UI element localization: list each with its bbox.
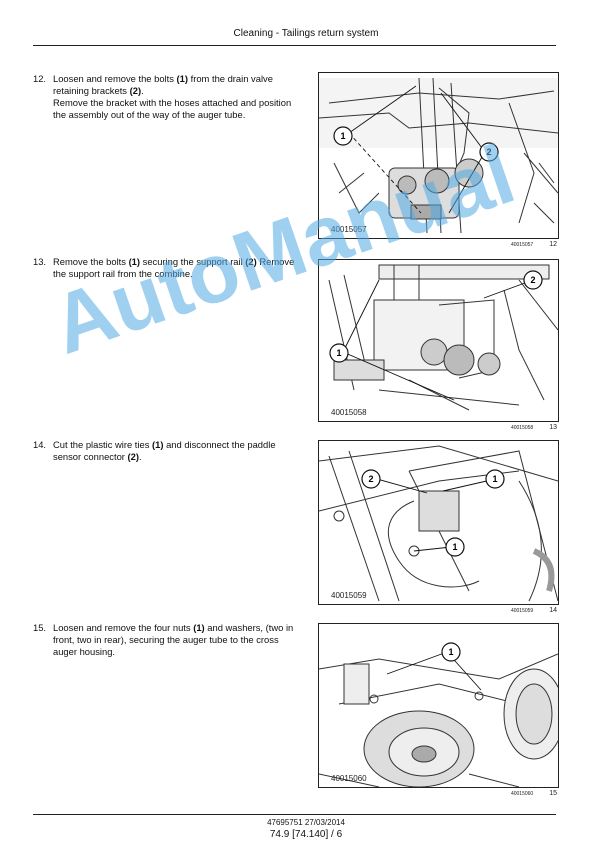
figure-14-illustration: 2 1 1	[319, 445, 558, 602]
figure-number: 15	[549, 790, 557, 797]
step-text: Remove the bolts (1) securing the suppor…	[53, 256, 295, 280]
figure-number: 13	[549, 424, 557, 431]
figure-12-illustration: 1 2	[319, 77, 558, 234]
step-number: 12.	[33, 73, 47, 84]
figure-id: 40015060	[510, 791, 534, 797]
svg-text:1: 1	[340, 131, 345, 141]
figure-id: 40015057	[510, 242, 534, 248]
footer-page-number: 74.9 [74.140] / 6	[269, 829, 343, 840]
callout-1: 1	[441, 642, 461, 662]
svg-text:2: 2	[486, 147, 491, 157]
step-number: 15.	[33, 622, 47, 633]
figure-13-illustration: 1 2	[328, 264, 558, 411]
figure-code: 40015059	[331, 591, 367, 600]
figure-14-caption: 40015059 14	[318, 607, 557, 614]
footer-rule	[33, 814, 556, 815]
step-12: 12. Loosen and remove the bolts (1) from…	[33, 73, 295, 121]
header-rule	[33, 45, 556, 46]
figure-number: 12	[549, 241, 557, 248]
svg-text:1: 1	[448, 647, 453, 657]
step-text: Loosen and remove the bolts (1) from the…	[53, 73, 292, 121]
callout-1: 1	[445, 537, 465, 557]
figure-15-illustration: 1	[319, 642, 558, 787]
callout-2: 2	[523, 270, 543, 290]
footer-doc-ref: 47695751 27/03/2014	[267, 818, 345, 827]
page-header: Cleaning - Tailings return system	[233, 28, 379, 39]
svg-text:1: 1	[336, 348, 341, 358]
figure-code: 40015060	[331, 774, 367, 783]
figure-code: 40015057	[331, 225, 367, 234]
callout-1: 1	[333, 126, 353, 146]
svg-text:1: 1	[492, 474, 497, 484]
figure-code: 40015058	[331, 408, 367, 417]
figure-number: 14	[549, 607, 557, 614]
step-text: Cut the plastic wire ties (1) and discon…	[53, 439, 276, 463]
figure-id: 40015058	[510, 425, 534, 431]
figure-id: 40015059	[510, 608, 534, 614]
step-14: 14. Cut the plastic wire ties (1) and di…	[33, 439, 295, 463]
step-15: 15. Loosen and remove the four nuts (1) …	[33, 622, 295, 658]
callout-2: 2	[479, 142, 499, 162]
callout-2: 2	[361, 469, 381, 489]
svg-text:2: 2	[530, 275, 535, 285]
figure-15: 1 40015060	[318, 623, 559, 788]
step-number: 14.	[33, 439, 47, 450]
figure-12: 1 2 40015057	[318, 72, 559, 239]
step-text: Loosen and remove the four nuts (1) and …	[53, 622, 294, 658]
figure-15-caption: 40015060 15	[318, 790, 557, 797]
step-13: 13. Remove the bolts (1) securing the su…	[33, 256, 295, 280]
svg-text:1: 1	[452, 542, 457, 552]
callout-1: 1	[329, 343, 349, 363]
figure-14: 2 1 1 40015059	[318, 440, 559, 605]
figure-13-caption: 40015058 13	[318, 424, 557, 431]
callout-1: 1	[485, 469, 505, 489]
figure-13: 1 2 40015058	[318, 259, 559, 422]
figure-12-caption: 40015057 12	[318, 241, 557, 248]
step-number: 13.	[33, 256, 47, 267]
svg-text:2: 2	[368, 474, 373, 484]
